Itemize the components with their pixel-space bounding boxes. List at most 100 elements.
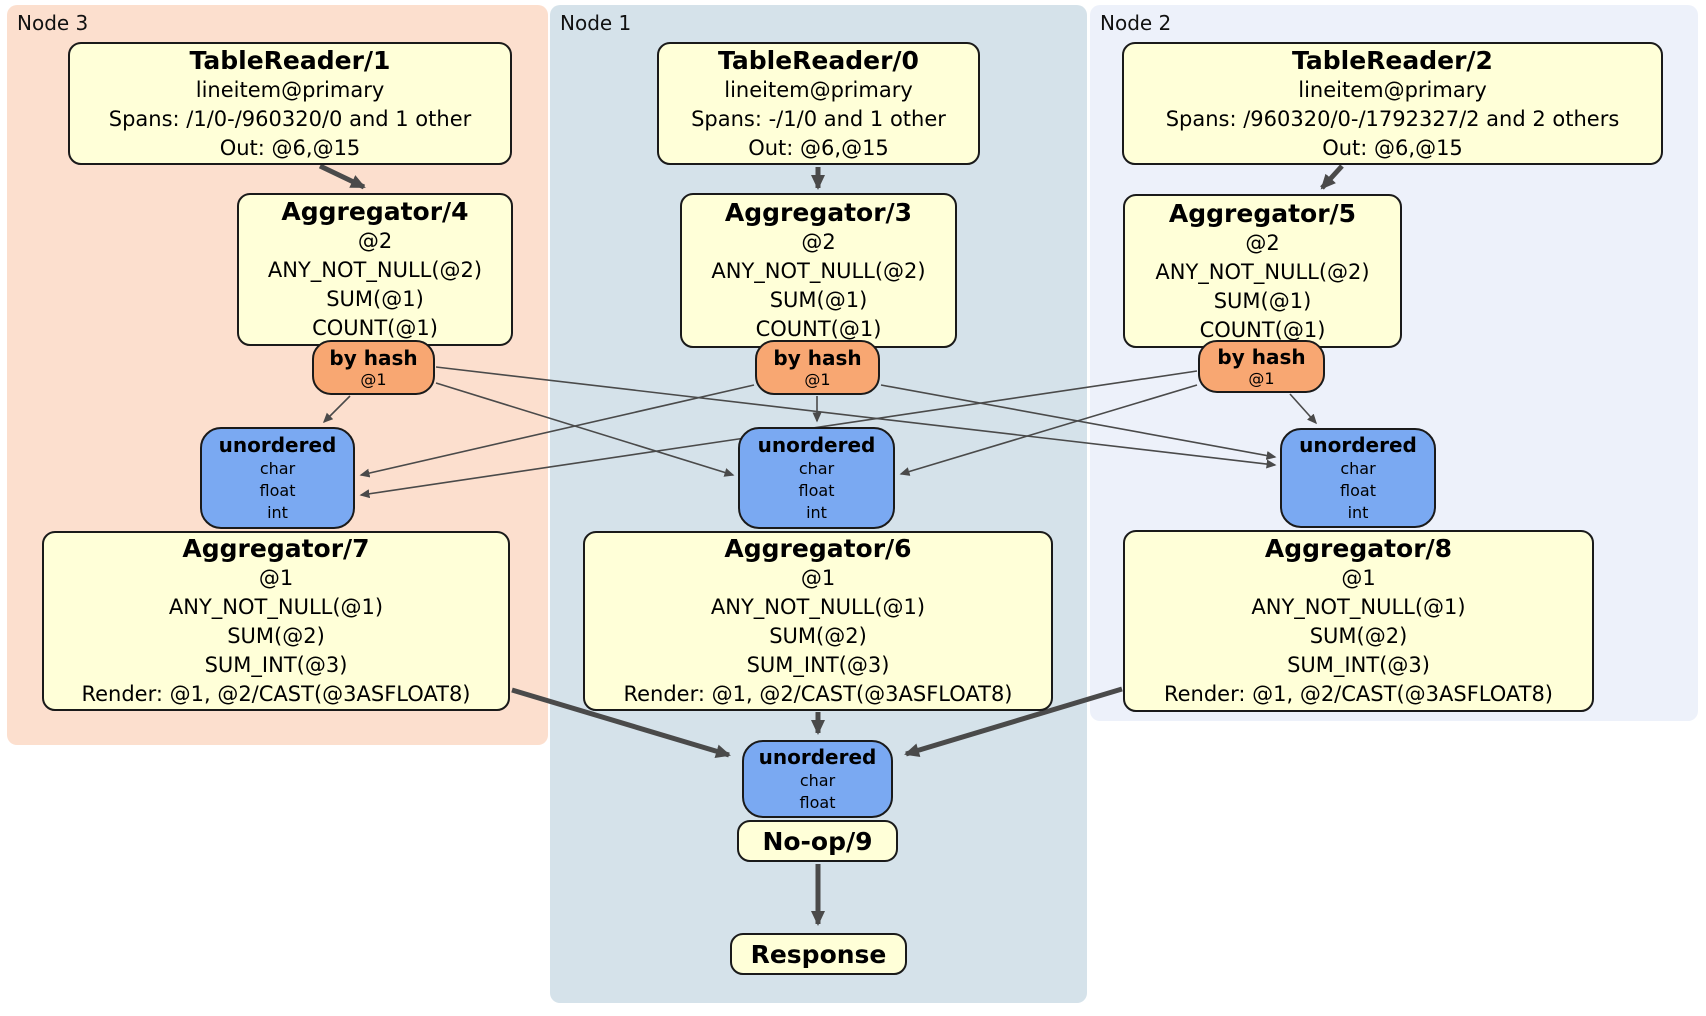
processor-agg-fn: ANY_NOT_NULL(@1) [168, 595, 384, 619]
edge-byhash2-unord1 [899, 384, 1198, 476]
edge-byhash3-unord2 [435, 366, 1277, 469]
router-cols: @1 [1248, 368, 1275, 388]
sync-col-type: float [1340, 480, 1376, 500]
processor-out: Out: @6,@15 [1322, 135, 1463, 160]
processor-agg-fn: SUM(@1) [326, 287, 424, 311]
processor-group-cols: @1 [1341, 566, 1376, 590]
processor-aggregator-5: Aggregator/5 @2 ANY_NOT_NULL(@2) SUM(@1)… [1123, 194, 1402, 348]
processor-title: TableReader/0 [718, 45, 919, 75]
edge-byhash3-unord3 [322, 395, 351, 424]
processor-agg-fn: SUM(@2) [227, 624, 325, 648]
processor-aggregator-8: Aggregator/8 @1 ANY_NOT_NULL(@1) SUM(@2)… [1123, 530, 1594, 712]
processor-tablereader-0: TableReader/0 lineitem@primary Spans: -/… [657, 42, 980, 165]
processor-noop-9: No-op/9 [737, 820, 898, 862]
sync-col-type: int [806, 502, 827, 522]
panel-node-3-label: Node 3 [17, 11, 89, 35]
sync-title: unordered [758, 744, 877, 769]
processor-title: TableReader/1 [189, 45, 391, 75]
sync-title: unordered [218, 432, 337, 457]
processor-title: Aggregator/6 [724, 534, 912, 563]
processor-index: lineitem@primary [1298, 77, 1487, 102]
edge-tr2-agg5 [1320, 164, 1344, 190]
sync-unordered-node3: unordered char float int [200, 427, 355, 529]
processor-out: Out: @6,@15 [219, 135, 361, 160]
router-title: by hash [329, 345, 418, 370]
processor-group-cols: @1 [800, 566, 836, 590]
sync-col-type: float [798, 480, 835, 500]
processor-aggregator-7: Aggregator/7 @1 ANY_NOT_NULL(@1) SUM(@2)… [42, 531, 510, 711]
processor-spans: Spans: /1/0-/960320/0 and 1 other [108, 106, 472, 131]
sync-col-type: int [267, 502, 288, 522]
processor-agg-fn: ANY_NOT_NULL(@2) [711, 259, 926, 283]
processor-group-cols: @2 [357, 229, 393, 253]
sync-col-type: int [1347, 502, 1369, 522]
processor-spans: Spans: /960320/0-/1792327/2 and 2 others [1165, 106, 1620, 131]
processor-agg-fn: ANY_NOT_NULL(@1) [710, 595, 926, 619]
processor-title: TableReader/2 [1292, 45, 1493, 75]
processor-agg-fn: SUM(@1) [1213, 288, 1312, 313]
processor-agg-fn: SUM_INT(@3) [204, 653, 348, 677]
panel-node-2-label: Node 2 [1100, 11, 1172, 35]
router-title: by hash [1217, 344, 1306, 369]
sync-col-type: float [259, 480, 296, 500]
router-cols: @1 [360, 369, 387, 389]
edge-byhash1-unord3 [359, 384, 755, 478]
processor-agg-fn: COUNT(@1) [1199, 317, 1326, 342]
sync-col-type: char [1340, 458, 1376, 478]
processor-title: Aggregator/7 [182, 534, 370, 563]
sync-unordered-node1: unordered char float int [738, 427, 895, 529]
processor-title: Aggregator/4 [281, 197, 469, 226]
sync-title: unordered [757, 432, 876, 457]
processor-group-cols: @2 [1245, 230, 1280, 255]
processor-spans: Spans: -/1/0 and 1 other [691, 106, 946, 131]
edge-byhash3-unord1 [435, 382, 735, 477]
router-by-hash-node3: by hash @1 [312, 340, 435, 395]
edge-agg7-unordered-final [511, 687, 731, 758]
processor-aggregator-4: Aggregator/4 @2 ANY_NOT_NULL(@2) SUM(@1)… [237, 193, 513, 346]
processor-agg-fn: SUM(@1) [769, 288, 868, 312]
processor-agg-fn: ANY_NOT_NULL(@2) [1155, 259, 1370, 284]
processor-agg-fn: COUNT(@1) [755, 317, 882, 341]
processor-group-cols: @2 [801, 230, 836, 254]
processor-agg-fn: SUM_INT(@3) [746, 653, 890, 677]
processor-index: lineitem@primary [195, 77, 385, 102]
sync-col-type: char [798, 458, 835, 478]
processor-title: Aggregator/5 [1168, 198, 1357, 228]
panel-node-1-label: Node 1 [560, 11, 632, 35]
processor-index: lineitem@primary [724, 77, 913, 102]
sync-col-type: char [259, 458, 296, 478]
router-by-hash-node1: by hash @1 [755, 340, 880, 395]
processor-agg-fn: SUM(@2) [769, 624, 867, 648]
processor-agg-fn: SUM_INT(@3) [1287, 653, 1430, 677]
edge-byhash2-unord2 [1289, 393, 1318, 425]
processor-title: No-op/9 [762, 826, 873, 856]
processor-response: Response [730, 933, 907, 975]
processor-title: Aggregator/3 [724, 198, 913, 227]
sync-unordered-final: unordered char float [742, 740, 893, 818]
processor-aggregator-3: Aggregator/3 @2 ANY_NOT_NULL(@2) SUM(@1)… [680, 193, 957, 348]
processor-render: Render: @1, @2/CAST(@3ASFLOAT8) [81, 682, 471, 706]
edge-agg8-unordered-final [904, 686, 1123, 757]
processor-tablereader-1: TableReader/1 lineitem@primary Spans: /1… [68, 42, 512, 165]
processor-group-cols: @1 [258, 566, 294, 590]
processor-render: Render: @1, @2/CAST(@3ASFLOAT8) [623, 682, 1013, 706]
processor-aggregator-6: Aggregator/6 @1 ANY_NOT_NULL(@1) SUM(@2)… [583, 531, 1053, 711]
processor-tablereader-2: TableReader/2 lineitem@primary Spans: /9… [1122, 42, 1663, 165]
sync-unordered-node2: unordered char float int [1280, 428, 1436, 528]
processor-agg-fn: COUNT(@1) [312, 316, 438, 340]
sync-title: unordered [1299, 432, 1417, 457]
router-by-hash-node2: by hash @1 [1198, 340, 1325, 393]
router-cols: @1 [804, 369, 831, 389]
processor-render: Render: @1, @2/CAST(@3ASFLOAT8) [1163, 682, 1554, 706]
processor-title: Response [750, 939, 887, 969]
sync-col-type: float [799, 792, 836, 812]
processor-title: Aggregator/8 [1264, 534, 1453, 563]
sync-col-type: char [799, 770, 836, 790]
processor-agg-fn: ANY_NOT_NULL(@2) [267, 258, 483, 282]
router-title: by hash [773, 345, 862, 370]
processor-agg-fn: SUM(@2) [1309, 624, 1408, 648]
edge-tr1-agg4 [318, 163, 366, 190]
processor-agg-fn: ANY_NOT_NULL(@1) [1251, 595, 1466, 619]
